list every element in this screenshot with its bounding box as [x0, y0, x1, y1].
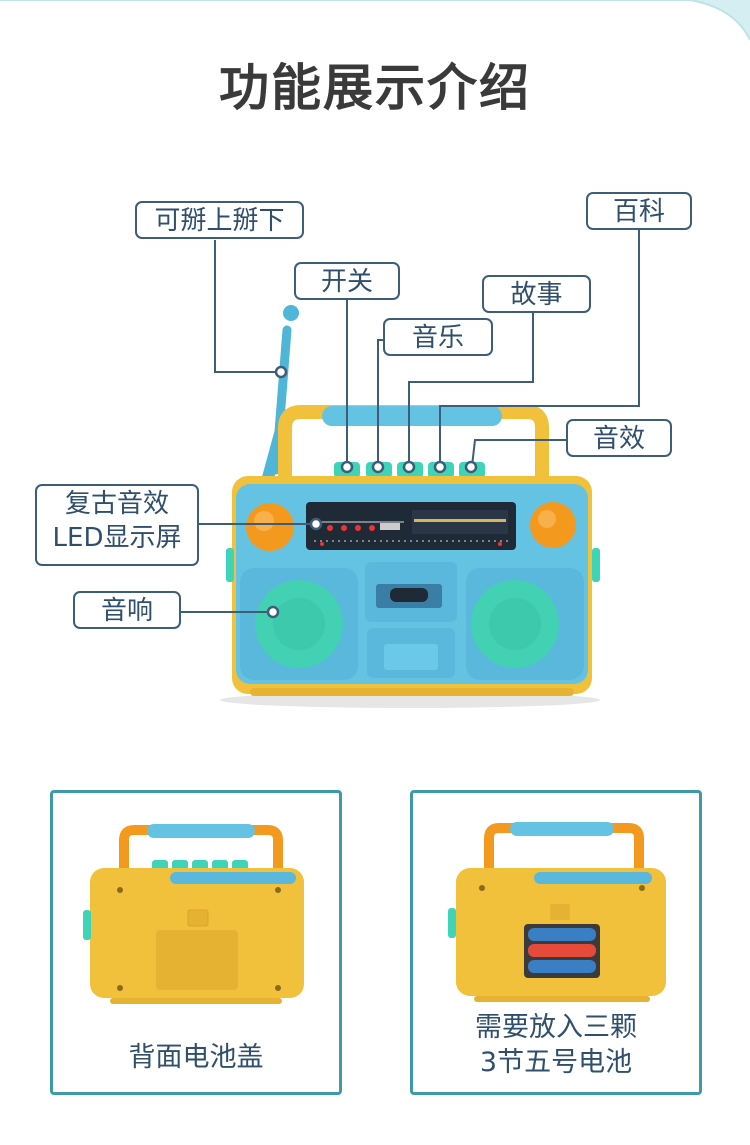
label-encyclopedia: 百科: [586, 192, 692, 230]
label-led-display-line2: LED显示屏: [52, 523, 182, 553]
corner-decoration: [0, 0, 750, 41]
radio-front-illustration: [220, 305, 600, 708]
caption-battery: 需要放入三颗 3节五号电池: [410, 1010, 702, 1080]
label-sound-effect: 音效: [566, 419, 672, 457]
cassette-deck: [365, 562, 457, 678]
label-speaker: 音响: [73, 591, 181, 629]
caption-back-cover: 背面电池盖: [128, 1042, 264, 1073]
radio-battery-illustration: [448, 822, 666, 1002]
caption-battery-line1: 需要放入三颗: [475, 1012, 637, 1043]
label-power: 开关: [294, 262, 400, 300]
speaker-left: [240, 568, 358, 680]
speaker-right: [466, 568, 584, 680]
label-led-display-line1: 复古音效: [64, 489, 169, 519]
caption-battery-line2: 3节五号电池: [479, 1047, 633, 1078]
page-title: 功能展示介绍: [219, 59, 531, 117]
label-story: 故事: [482, 275, 591, 313]
led-display: [306, 502, 516, 550]
label-led-display: 复古音效 LED显示屏: [35, 484, 199, 566]
top-buttons: [334, 462, 485, 478]
label-antenna: 可掰上掰下: [135, 201, 304, 239]
radio-back-illustration: [83, 824, 304, 1004]
label-music: 音乐: [383, 318, 493, 356]
